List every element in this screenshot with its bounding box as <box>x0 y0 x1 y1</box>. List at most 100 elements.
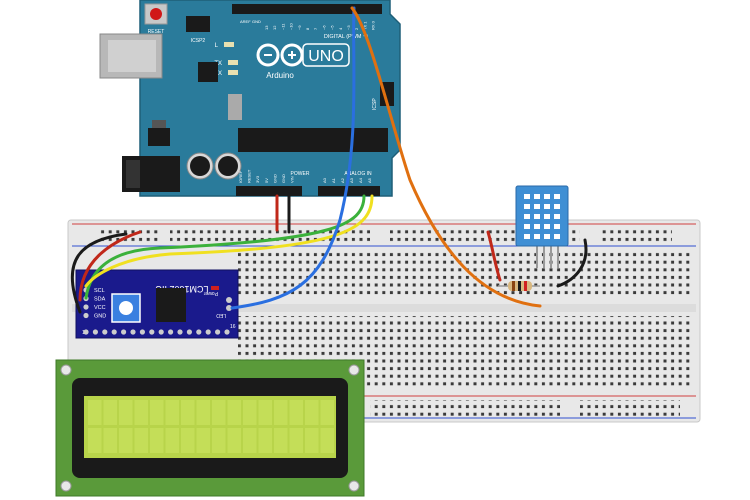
digital-header <box>232 4 382 14</box>
vent-hole <box>534 204 540 209</box>
wire-yellow-scl <box>84 194 374 288</box>
vent-hole <box>524 214 530 219</box>
digital-pin-label: 13 <box>264 25 269 30</box>
power-pin-label: GND <box>272 174 277 183</box>
lcd-cell <box>134 400 148 425</box>
led-label: LED <box>216 312 226 318</box>
digital-label: DIGITAL (PWM ~) <box>324 34 368 40</box>
header-pin <box>205 329 211 335</box>
lcd-character-cells <box>88 400 334 453</box>
header-pin <box>111 329 117 335</box>
analog-pin-label: A2 <box>340 177 345 183</box>
i2c-chip <box>156 288 186 322</box>
power-pin-label: RESET <box>247 169 252 183</box>
analog-pin-label: A5 <box>367 177 372 183</box>
digital-pin-label: ~10 <box>289 22 294 30</box>
power-pin-label: 3V3 <box>255 175 260 183</box>
lcd-cell <box>243 428 257 453</box>
vent-hole <box>534 214 540 219</box>
terminal-holes-lower-left <box>360 362 690 386</box>
wire-red-vcc <box>78 230 142 302</box>
i2c-pin-label: SCL <box>94 288 105 294</box>
header-pin <box>215 329 221 335</box>
vent-hole <box>534 194 540 199</box>
header-pin <box>224 329 230 335</box>
header-pin <box>139 329 145 335</box>
reset-button[interactable] <box>150 8 162 20</box>
lcd-cell <box>181 400 195 425</box>
lcd-cell <box>103 400 117 425</box>
pin-last-label: 16 <box>230 324 236 330</box>
header-pin <box>168 329 174 335</box>
digital-pin-label: 4 <box>338 27 343 30</box>
analog-pin-label: A1 <box>331 177 336 183</box>
power-header <box>236 186 302 196</box>
bottom-rail-holes-1 <box>370 400 560 416</box>
digital-pin-label: 8 <box>305 27 310 30</box>
analog-pin-label: A3 <box>349 177 354 183</box>
vent-hole <box>524 224 530 229</box>
vent-hole <box>544 234 550 239</box>
lcd-cell <box>212 428 226 453</box>
lcd-cell <box>196 400 210 425</box>
i2c-pin[interactable] <box>83 312 89 319</box>
lcd-cell <box>258 428 272 453</box>
i2c-pin-label: SDA <box>94 297 106 303</box>
power-led-label: Power <box>203 290 218 296</box>
vent-hole <box>544 204 550 209</box>
icsp2-label: ICSP2 <box>191 38 206 44</box>
vent-hole <box>534 224 540 229</box>
vent-hole <box>524 234 530 239</box>
lcd-cell <box>305 400 319 425</box>
header-pin <box>83 329 89 335</box>
digital-pin-label: 12 <box>272 25 277 30</box>
lcd-cell <box>150 400 164 425</box>
lcd-cell <box>258 400 272 425</box>
gnd-label-top: GND <box>252 19 261 24</box>
lcd-cell <box>305 428 319 453</box>
icsp-label: ICSP <box>372 98 378 110</box>
vent-hole <box>554 214 560 219</box>
digital-pin-label: TX 1 <box>362 21 367 30</box>
pin-first-label: 1 <box>82 330 85 336</box>
brand-label: Arduino <box>266 71 294 80</box>
power-pin-label: 5V <box>264 178 269 183</box>
lcd-cell <box>165 400 179 425</box>
dht11-sensor <box>515 185 569 268</box>
lcd-cell <box>103 428 117 453</box>
vent-hole <box>554 224 560 229</box>
lcd-cell <box>150 428 164 453</box>
lcd-cell <box>289 400 303 425</box>
digital-pin-label: ~11 <box>280 23 285 30</box>
usb-chip <box>198 62 218 82</box>
i2c-pin-label: GND <box>94 314 106 320</box>
terminal-holes-lower <box>238 316 690 362</box>
lcd-cell <box>181 428 195 453</box>
arduino-logo-icon <box>256 43 304 67</box>
header-pin <box>149 329 155 335</box>
lcd-cell <box>289 428 303 453</box>
lcd-cell <box>212 400 226 425</box>
top-rail-holes-2 <box>170 228 370 244</box>
digital-pin-label: ~3 <box>346 25 351 30</box>
wire-orange-data <box>350 6 542 308</box>
terminal-holes-upper <box>238 252 690 298</box>
power-label: POWER <box>291 171 310 177</box>
lcd-cell <box>243 400 257 425</box>
vent-hole <box>544 224 550 229</box>
vent-hole <box>544 214 550 219</box>
vent-hole <box>554 204 560 209</box>
i2c-pin[interactable] <box>83 304 89 310</box>
analog-label: ANALOG IN <box>344 171 372 177</box>
header-pin <box>196 329 202 335</box>
wires <box>70 6 588 314</box>
vent-hole <box>554 234 560 239</box>
wire-black-gnd-lcd <box>70 232 128 314</box>
sensor-vent-grid <box>524 194 560 239</box>
vent-hole <box>544 194 550 199</box>
